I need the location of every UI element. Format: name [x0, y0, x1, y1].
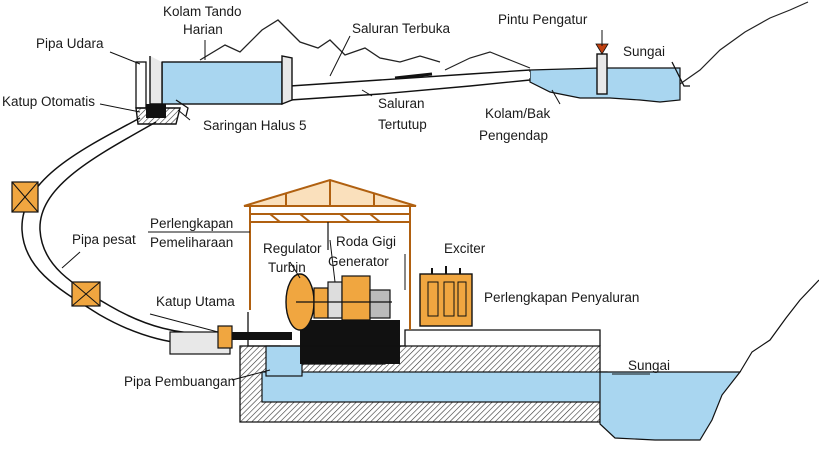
- forebay-wall-left: [149, 56, 163, 105]
- gear-unit: [327, 281, 343, 319]
- leader-lines: [61, 35, 650, 381]
- transformer: [419, 266, 473, 327]
- label-kolam-tando: Kolam Tando: [163, 4, 242, 19]
- label-roda-gigi: Roda Gigi: [336, 234, 396, 249]
- mountain-outline: [199, 19, 441, 63]
- label-exciter: Exciter: [444, 241, 486, 256]
- exciter-unit: [369, 289, 391, 319]
- tailrace-water: [261, 371, 608, 403]
- generator-hall-floor: [300, 320, 400, 364]
- label-saluran-terbuka: Saluran Terbuka: [352, 21, 451, 36]
- mountain-right: [444, 51, 531, 71]
- intake-gate: [596, 53, 608, 95]
- open-channel-segment: [394, 72, 433, 80]
- penstock-support-2: [71, 281, 101, 307]
- penstock-inner: [39, 121, 211, 335]
- air-pipe: [135, 61, 147, 109]
- label-pengendap: Pengendap: [479, 128, 548, 143]
- label-sungai-bottom: Sungai: [628, 358, 670, 373]
- label-perlengkapan: Perlengkapan: [150, 216, 233, 231]
- channel-water: [290, 72, 530, 98]
- label-pipa-udara: Pipa Udara: [36, 36, 104, 51]
- river-bottom-water: [599, 371, 742, 441]
- mountain-far-right: [679, 1, 809, 85]
- river-bank-right: [671, 61, 690, 87]
- label-katup-utama: Katup Utama: [156, 294, 235, 309]
- label-harian: Harian: [183, 22, 223, 37]
- label-perlengkapan-penyaluran: Perlengkapan Penyaluran: [484, 290, 639, 305]
- forebay-wall-right: [281, 55, 293, 106]
- label-saluran: Saluran: [378, 96, 425, 111]
- forebay-basin: [161, 61, 283, 105]
- main-valve: [217, 325, 233, 349]
- label-sungai-top: Sungai: [623, 44, 665, 59]
- label-turbin: Turbin: [268, 260, 306, 275]
- crane-truss: [243, 178, 417, 330]
- label-tertutup: Tertutup: [378, 117, 427, 132]
- regulator-unit: [313, 287, 329, 319]
- powerhouse-building: [247, 312, 601, 347]
- label-generator: Generator: [328, 254, 389, 269]
- generator-unit: [341, 275, 371, 321]
- turbine-pit: [265, 345, 303, 377]
- penstock-outer: [21, 117, 211, 346]
- penstock-support-1: [11, 181, 39, 213]
- label-saringan-halus: Saringan Halus 5: [203, 118, 307, 133]
- fine-screen: [175, 99, 189, 117]
- label-pipa-pesat: Pipa pesat: [72, 232, 136, 247]
- label-pipa-pembuangan: Pipa Pembuangan: [124, 374, 235, 389]
- label-pemeliharaan: Pemeliharaan: [150, 235, 233, 250]
- auto-valve-black: [146, 104, 166, 118]
- label-pintu-pengatur: Pintu Pengatur: [498, 12, 588, 27]
- label-kolam-bak: Kolam/Bak: [485, 106, 551, 121]
- label-katup-otomatis: Katup Otomatis: [2, 94, 95, 109]
- river-bank-bottom: [739, 279, 819, 373]
- channel-upper: [289, 69, 531, 87]
- channel-lower: [289, 79, 531, 101]
- label-regulator: Regulator: [263, 241, 322, 256]
